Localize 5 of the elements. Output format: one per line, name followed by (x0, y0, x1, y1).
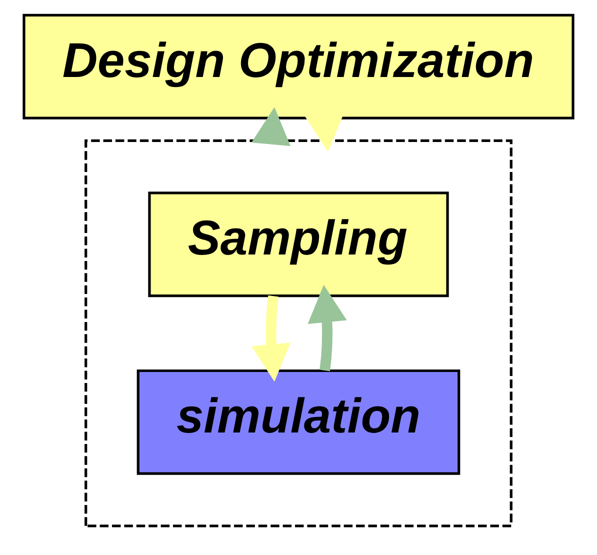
arrow (308, 284, 347, 372)
arrow (251, 295, 291, 382)
node-box: Sampling (148, 192, 449, 298)
node-box: simulation (136, 369, 460, 475)
arrow (251, 107, 291, 146)
